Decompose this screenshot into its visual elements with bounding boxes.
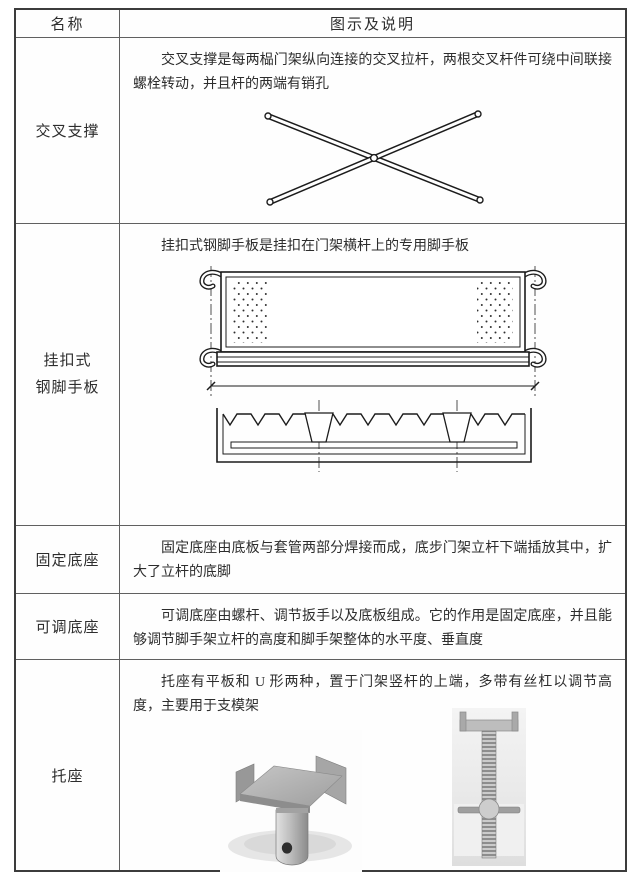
cross-brace-diagram — [263, 110, 484, 206]
header-name-column: 名称 — [16, 10, 120, 38]
row-cross-brace-name-cell: 交叉支撑 — [16, 38, 120, 224]
steel-plank-name-line2: 钢脚手板 — [35, 379, 100, 396]
steel-plank-figure — [133, 264, 612, 496]
fixed-base-description: 固定底座由底板与套管两部分焊接而成，底步门架立杆下端插放其中，扩大了立杆的底脚 — [133, 541, 612, 581]
row-fixed-base-desc-cell: 固定底座由底板与套管两部分焊接而成，底步门架立杆下端插放其中，扩大了立杆的底脚 — [120, 526, 625, 594]
steel-plank-plan-and-section-drawing — [198, 266, 547, 473]
steel-plank-description: 挂扣式钢脚手板是挂扣在门架横杆上的专用脚手板 — [161, 239, 469, 254]
row-cross-brace-desc-cell: 交叉支撑是每两榀门架纵向连接的交叉拉杆，两根交叉杆件可绕中间联接螺栓转动，并且杆… — [120, 38, 625, 224]
cross-brace-description: 交叉支撑是每两榀门架纵向连接的交叉拉杆，两根交叉杆件可绕中间联接螺栓转动，并且杆… — [133, 53, 612, 93]
row-steel-plank-desc-cell: 挂扣式钢脚手板是挂扣在门架横杆上的专用脚手板 — [120, 224, 625, 526]
cross-brace-name: 交叉支撑 — [35, 124, 100, 140]
screw-jack-bracket-photo — [452, 708, 526, 866]
cross-brace-figure — [133, 106, 612, 210]
adjustable-base-name: 可调底座 — [35, 620, 100, 636]
header-illustration-label: 图示及说明 — [329, 17, 415, 33]
flat-plate-bracket-photo — [220, 730, 362, 872]
row-adjustable-base-desc-cell: 可调底座由螺杆、调节扳手以及底板组成。它的作用是固定底座，并且能够调节脚手架立杆… — [120, 594, 625, 660]
row-bracket-name-cell: 托座 — [16, 660, 120, 870]
bracket-description: 托座有平板和 U 形两种，置于门架竖杆的上端，多带有丝杠以调节高度，主要用于支模… — [133, 675, 612, 715]
header-name-label: 名称 — [50, 17, 85, 33]
steel-plank-name-line1: 挂扣式 — [43, 353, 92, 370]
header-illustration-column: 图示及说明 — [120, 10, 625, 38]
adjustable-base-description: 可调底座由螺杆、调节扳手以及底板组成。它的作用是固定底座，并且能够调节脚手架立杆… — [133, 609, 612, 649]
row-fixed-base-name-cell: 固定底座 — [16, 526, 120, 594]
fixed-base-name: 固定底座 — [35, 553, 100, 569]
row-steel-plank-name-cell: 挂扣式 钢脚手板 — [16, 224, 120, 526]
bracket-name: 托座 — [51, 769, 84, 785]
row-adjustable-base-name-cell: 可调底座 — [16, 594, 120, 660]
component-table: 名称 图示及说明 交叉支撑 交叉支撑是每两榀门架纵向连接的交叉拉杆，两根交叉杆件… — [14, 8, 627, 872]
row-bracket-desc-cell: 托座有平板和 U 形两种，置于门架竖杆的上端，多带有丝杠以调节高度，主要用于支模… — [120, 660, 625, 872]
